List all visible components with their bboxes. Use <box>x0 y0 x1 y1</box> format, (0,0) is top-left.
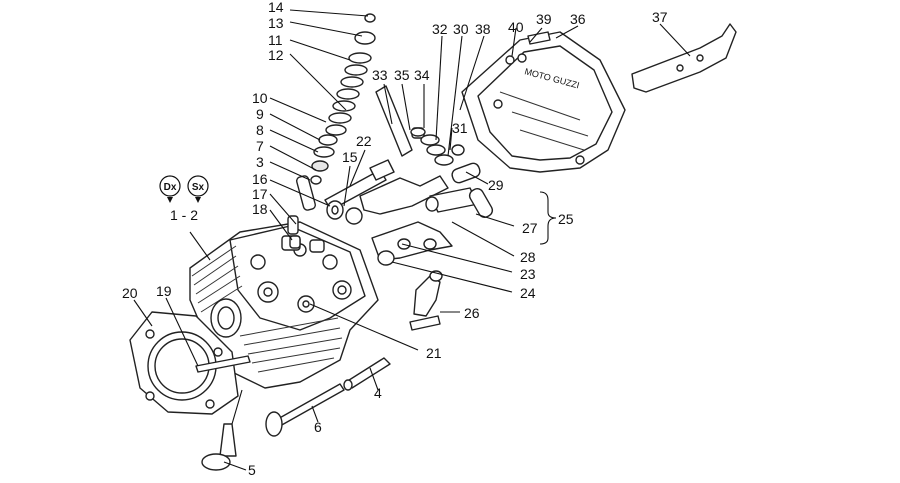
callout-30: 30 <box>453 21 469 37</box>
callout-18: 18 <box>252 201 268 217</box>
callout-5: 5 <box>248 462 256 478</box>
callout-19: 19 <box>156 283 172 299</box>
callout-26: 26 <box>464 305 480 321</box>
head-gasket <box>129 311 239 415</box>
cover-bracket <box>631 23 737 93</box>
callout-numbers: 14 13 11 12 10 9 8 7 3 16 17 18 15 22 33… <box>122 0 668 478</box>
callout-14: 14 <box>268 0 284 15</box>
callout-20: 20 <box>122 285 138 301</box>
callout-22: 22 <box>356 133 372 149</box>
rod-and-washers <box>375 85 465 166</box>
valve-cover: MOTO GUZZI <box>461 31 626 173</box>
callout-37: 37 <box>652 9 668 25</box>
callout-36: 36 <box>570 11 586 27</box>
callout-15: 15 <box>342 149 358 165</box>
callout-8: 8 <box>256 122 264 138</box>
callout-32: 32 <box>432 21 448 37</box>
callout-25: 25 <box>558 211 574 227</box>
callout-29: 29 <box>488 177 504 193</box>
callout-35: 35 <box>394 67 410 83</box>
badge-left-label: Sx <box>192 182 205 193</box>
valve-intake <box>201 423 237 471</box>
leader-lines <box>133 9 691 471</box>
callout-10: 10 <box>252 90 268 106</box>
callout-31: 31 <box>452 120 468 136</box>
callout-21: 21 <box>426 345 442 361</box>
callout-39: 39 <box>536 11 552 27</box>
badge-right <box>159 175 181 197</box>
valve-exhaust <box>265 383 345 437</box>
callout-27: 27 <box>522 220 538 236</box>
badge-range: 1 - 2 <box>170 207 198 223</box>
callout-40: 40 <box>508 19 524 35</box>
callout-4: 4 <box>374 385 382 401</box>
rocker-arms <box>359 159 494 266</box>
callout-17: 17 <box>252 186 268 202</box>
callout-33: 33 <box>372 67 388 83</box>
banjo-fitting <box>409 270 443 331</box>
badge-left <box>187 175 209 197</box>
callout-23: 23 <box>520 266 536 282</box>
badge-right-label: Dx <box>164 182 177 193</box>
badge-right-arrow <box>167 197 173 203</box>
callout-13: 13 <box>268 15 284 31</box>
callout-34: 34 <box>414 67 430 83</box>
callout-6: 6 <box>314 419 322 435</box>
callout-28: 28 <box>520 249 536 265</box>
rocker-parts <box>287 169 387 249</box>
callout-16: 16 <box>252 171 268 187</box>
callout-7: 7 <box>256 138 264 154</box>
callout-24: 24 <box>520 285 536 301</box>
callout-38: 38 <box>475 21 491 37</box>
valve-spring <box>296 13 376 211</box>
callout-9: 9 <box>256 106 264 122</box>
cylinder-head <box>189 221 379 389</box>
badge-left-arrow <box>195 197 201 203</box>
callout-11: 11 <box>268 32 283 48</box>
side-badges: Dx Sx 1 - 2 <box>159 175 209 223</box>
callout-12: 12 <box>268 47 284 63</box>
callout-3: 3 <box>256 154 264 170</box>
pushrod <box>343 357 391 391</box>
cooling-fins <box>191 245 343 373</box>
stud <box>195 355 251 373</box>
